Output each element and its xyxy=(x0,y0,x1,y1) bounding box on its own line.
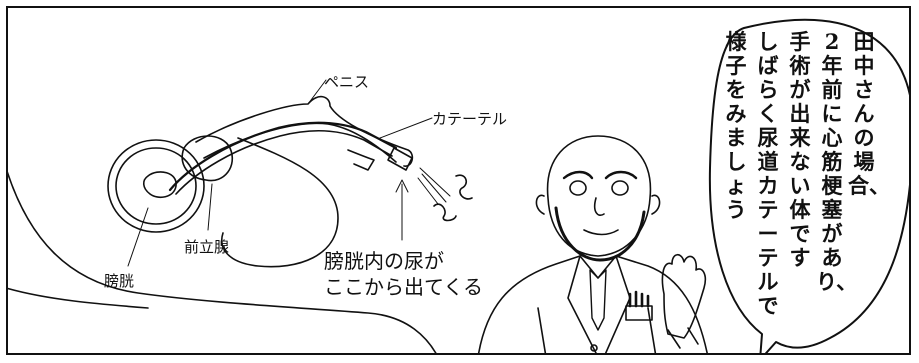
label-urine-line1: 膀胱内の尿が xyxy=(324,249,444,273)
catheter-tube xyxy=(168,121,398,192)
label-bladder: 膀胱 xyxy=(104,272,135,290)
label-penis: ペニス xyxy=(324,73,370,91)
manga-panel: ペニス カテーテル 膀胱 前立腺 膀胱内の尿が ここから出てくる 田中さんの場合… xyxy=(6,6,911,355)
anatomy-illustration xyxy=(8,18,909,353)
speech-line-5: 様子をみましょう xyxy=(725,29,747,222)
bladder-shape xyxy=(107,139,205,233)
label-catheter: カテーテル xyxy=(432,110,508,128)
doctor-figure xyxy=(477,135,708,353)
speech-line-1: 田中さんの場合、 xyxy=(848,29,890,198)
label-prostate: 前立腺 xyxy=(184,238,230,256)
speech-line-4: しばらく尿道カテーテルで xyxy=(757,29,779,318)
speech-line-3: 手術が出来ない体です xyxy=(789,29,811,270)
label-urine-line2: ここから出てくる xyxy=(324,275,483,299)
speech-line-2: 2年前に心筋梗塞があり、 xyxy=(816,29,858,294)
speech-bubble-outline xyxy=(708,18,909,353)
